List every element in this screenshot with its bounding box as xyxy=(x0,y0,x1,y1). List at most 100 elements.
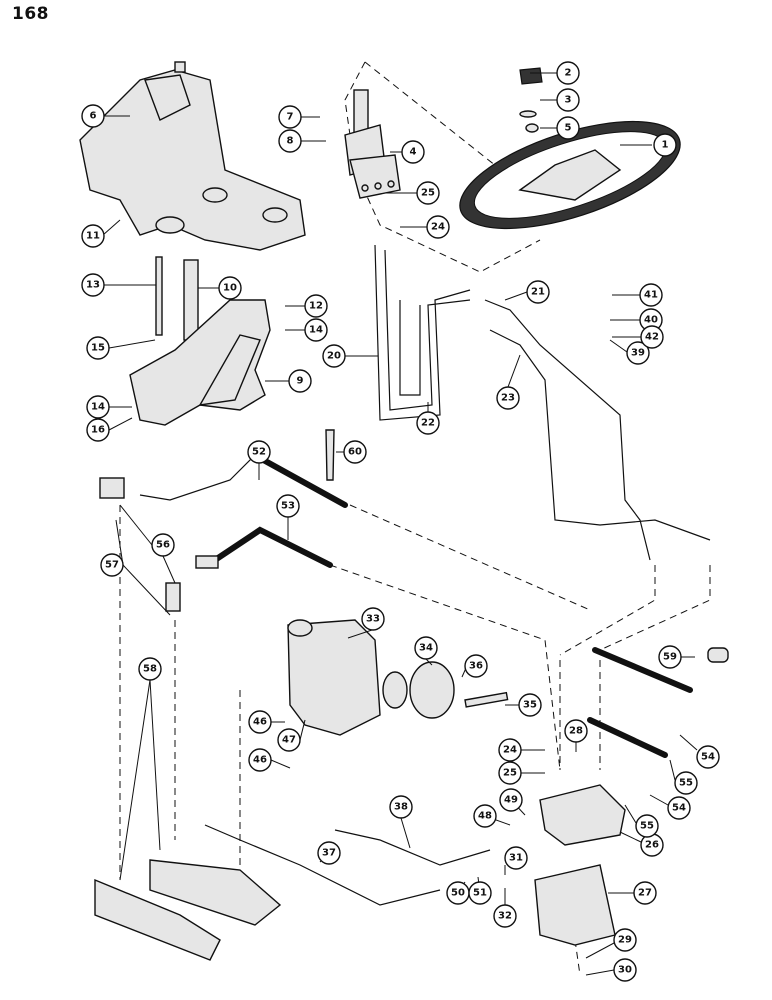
callout-16: 16 xyxy=(86,418,110,442)
callout-59: 59 xyxy=(658,645,682,669)
svg-text:26: 26 xyxy=(645,840,659,851)
svg-text:31: 31 xyxy=(509,853,523,864)
callout-25b: 25 xyxy=(498,761,522,785)
callout-36: 36 xyxy=(464,654,488,678)
callout-20: 20 xyxy=(322,344,346,368)
callout-60: 60 xyxy=(343,440,367,464)
callout-30: 30 xyxy=(613,958,637,982)
tube-20 xyxy=(374,244,471,421)
callout-15: 15 xyxy=(86,336,110,360)
svg-text:47: 47 xyxy=(282,735,296,746)
callout-53: 53 xyxy=(276,494,300,518)
callout-6: 6 xyxy=(81,104,105,128)
svg-text:57: 57 xyxy=(105,560,119,571)
callout-48: 48 xyxy=(473,804,497,828)
svg-text:55: 55 xyxy=(640,821,654,832)
svg-text:6: 6 xyxy=(90,111,97,122)
callout-12: 12 xyxy=(304,294,328,318)
svg-text:12: 12 xyxy=(309,301,323,312)
svg-text:56: 56 xyxy=(156,540,170,551)
support-housing xyxy=(79,69,306,251)
svg-text:52: 52 xyxy=(252,447,266,458)
svg-text:30: 30 xyxy=(618,965,632,976)
line-23 xyxy=(489,329,711,541)
svg-text:59: 59 xyxy=(663,652,677,663)
parts xyxy=(79,61,711,961)
callout-50: 50 xyxy=(446,881,470,905)
svg-text:40: 40 xyxy=(644,315,658,326)
callout-14a: 14 xyxy=(304,318,328,342)
svg-text:22: 22 xyxy=(421,418,435,429)
svg-text:39: 39 xyxy=(631,348,645,359)
svg-text:10: 10 xyxy=(223,283,237,294)
callout-52: 52 xyxy=(247,440,271,464)
callout-31: 31 xyxy=(504,846,528,870)
svg-text:36: 36 xyxy=(469,661,483,672)
svg-text:49: 49 xyxy=(504,795,518,806)
svg-text:50: 50 xyxy=(451,888,465,899)
callout-11: 11 xyxy=(81,224,105,248)
svg-text:8: 8 xyxy=(287,136,294,147)
callouts: 1 2 3 4 5 6 7 8 9 10 11 12 13 14 14 15 1… xyxy=(81,61,729,982)
callout-39: 39 xyxy=(626,341,650,365)
svg-text:51: 51 xyxy=(473,888,487,899)
callout-56: 56 xyxy=(151,533,175,557)
callout-29: 29 xyxy=(613,928,637,952)
callout-55b: 55 xyxy=(635,814,659,838)
callout-1: 1 xyxy=(653,133,677,157)
gasket xyxy=(409,661,455,719)
steering-control-unit xyxy=(349,154,401,199)
page-number: 168 xyxy=(12,4,49,24)
svg-text:37: 37 xyxy=(322,848,336,859)
svg-text:28: 28 xyxy=(569,726,583,737)
callout-49: 49 xyxy=(499,788,523,812)
svg-text:23: 23 xyxy=(501,393,515,404)
callout-13: 13 xyxy=(81,273,105,297)
svg-text:60: 60 xyxy=(348,447,362,458)
svg-text:9: 9 xyxy=(297,376,304,387)
callout-23: 23 xyxy=(496,386,520,410)
plug-59 xyxy=(707,647,729,663)
callout-42: 42 xyxy=(640,325,664,349)
callout-28: 28 xyxy=(564,719,588,743)
svg-text:48: 48 xyxy=(478,811,492,822)
svg-text:4: 4 xyxy=(410,147,417,158)
callout-25a: 25 xyxy=(416,181,440,205)
callout-35: 35 xyxy=(518,693,542,717)
svg-text:24: 24 xyxy=(503,745,517,756)
svg-text:15: 15 xyxy=(91,343,105,354)
callout-24a: 24 xyxy=(426,215,450,239)
callout-58: 58 xyxy=(138,657,162,681)
svg-text:32: 32 xyxy=(498,911,512,922)
callout-47: 47 xyxy=(277,728,301,752)
rod-13 xyxy=(155,256,163,336)
callout-37: 37 xyxy=(317,841,341,865)
pump xyxy=(287,619,381,736)
svg-text:13: 13 xyxy=(86,280,100,291)
tube-10 xyxy=(183,259,199,341)
callout-33: 33 xyxy=(361,607,385,631)
line-21 xyxy=(484,299,651,561)
callout-3: 3 xyxy=(556,88,580,112)
hose-53 xyxy=(212,526,333,568)
callout-14b: 14 xyxy=(86,395,110,419)
callout-7: 7 xyxy=(278,105,302,129)
marker-60 xyxy=(325,429,335,481)
svg-text:58: 58 xyxy=(143,664,157,675)
callout-46a: 46 xyxy=(248,710,272,734)
svg-text:16: 16 xyxy=(91,425,105,436)
callout-51: 51 xyxy=(468,881,492,905)
callout-4: 4 xyxy=(401,140,425,164)
svg-text:7: 7 xyxy=(287,112,294,123)
svg-text:41: 41 xyxy=(644,290,658,301)
callout-27: 27 xyxy=(633,881,657,905)
svg-text:42: 42 xyxy=(645,332,659,343)
callout-38: 38 xyxy=(389,795,413,819)
svg-text:46: 46 xyxy=(253,755,267,766)
svg-text:14: 14 xyxy=(91,402,105,413)
callout-5: 5 xyxy=(556,116,580,140)
callout-46b: 46 xyxy=(248,748,272,772)
callout-21: 21 xyxy=(526,280,550,304)
line-38 xyxy=(334,829,491,866)
